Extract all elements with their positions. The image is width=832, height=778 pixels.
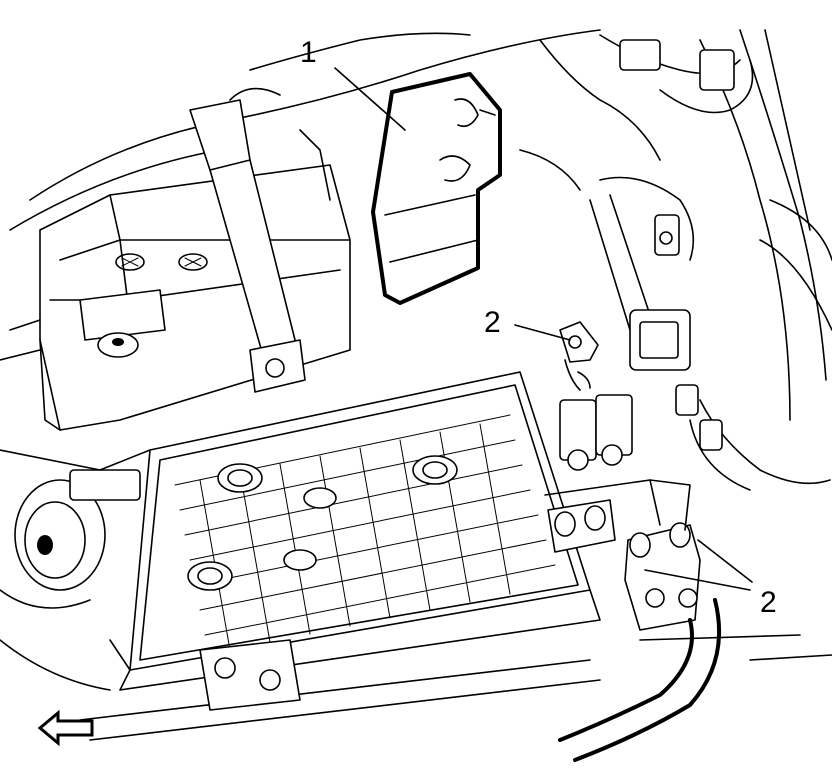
battery-cable-upper bbox=[559, 321, 633, 471]
battery bbox=[0, 164, 351, 431]
callout-1: 1 bbox=[300, 36, 317, 69]
engine-bay-background bbox=[9, 29, 832, 491]
fuse-block-cover bbox=[371, 72, 502, 305]
battery-cable-lower bbox=[547, 499, 722, 762]
fuse-block-base bbox=[99, 371, 601, 691]
leader-lines bbox=[334, 67, 753, 591]
callout-2-upper: 2 bbox=[484, 306, 501, 339]
relays bbox=[187, 455, 458, 591]
battery-bracket bbox=[189, 87, 331, 393]
arrow-left-icon bbox=[37, 709, 94, 747]
lower-rail bbox=[79, 634, 832, 741]
callout-2-lower: 2 bbox=[760, 586, 777, 619]
lower-left-components bbox=[0, 449, 141, 691]
